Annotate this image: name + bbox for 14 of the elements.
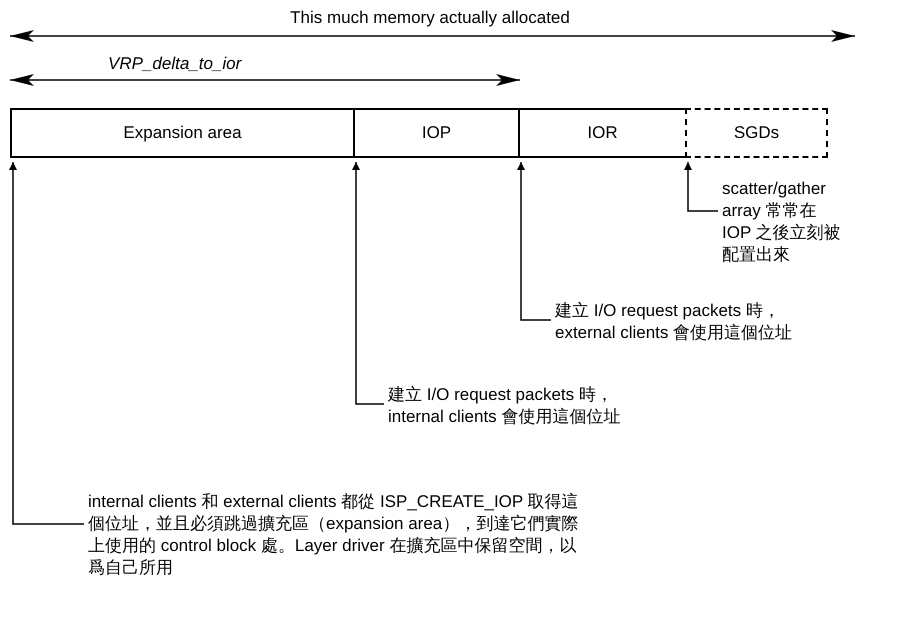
memory-segment: SGDs: [685, 108, 828, 158]
memory-segment: Expansion area: [10, 108, 355, 158]
memory-segment: IOP: [353, 108, 520, 158]
leader-line: [517, 162, 551, 321]
annotation-text: internal clients 和 external clients 都從 ISP_CREATE_IOP 取得這個位址，並且必須跳過擴充區（expansion area），到達它們實際上使用的 control block 處。Layer driver 在擴充區中保留空間，以爲自己所用: [88, 491, 588, 579]
memory-segment: IOR: [518, 108, 687, 158]
annotation-text: 建立 I/O request packets 時，external clients 會使用這個位址: [555, 300, 835, 344]
leader-line: [9, 162, 84, 525]
leader-line: [684, 162, 718, 212]
annotation-text: 建立 I/O request packets 時，internal clients 會使用這個位址: [388, 384, 668, 428]
annotation-text: scatter/gather array 常常在 IOP 之後立刻被配置出來: [722, 178, 847, 266]
dimension-label: VRP_delta_to_ior: [108, 54, 242, 74]
leader-line: [352, 162, 384, 405]
dimension-label: This much memory actually allocated: [290, 8, 570, 28]
